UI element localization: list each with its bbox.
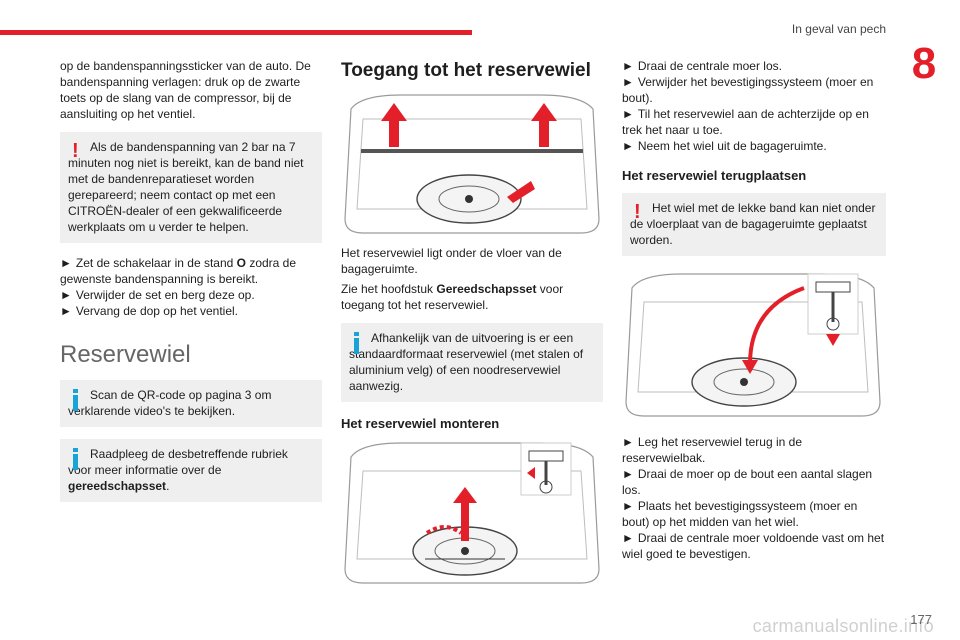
warning-note: ! Als de bandenspanning van 2 bar na 7 m… [60, 132, 322, 243]
mounting-subtitle: Het reservewiel monteren [341, 415, 500, 431]
page-number: 177 [910, 612, 932, 627]
warning-note: ! Het wiel met de lekke band kan niet on… [622, 193, 886, 256]
warning-text: Als de bandenspanning van 2 bar na 7 min… [68, 140, 304, 234]
step-item: ►Verwijder het bevestigingssysteem (moer… [622, 75, 874, 105]
spare-wheel-location-text: Het reservewiel ligt onder de vloer van … [341, 245, 562, 276]
step-item: ►Verwijder de set en berg deze op. [60, 288, 255, 302]
warning-icon: ! [72, 140, 79, 162]
access-spare-wheel-title: Toegang tot het reservewiel [341, 60, 591, 81]
step-arrow-icon: ► [622, 139, 634, 153]
info-text: Afhankelijk van de uitvoering is er een … [349, 330, 584, 393]
info-note-toolkit: Raadpleeg de desbetreffende rubriek voor… [60, 438, 322, 502]
trunk-access-illustration [341, 88, 603, 237]
intro-paragraph: op de bandenspanningssticker van de auto… [60, 59, 311, 121]
step-arrow-icon: ► [622, 467, 634, 481]
section-title-reservewiel: Reservewiel [60, 341, 191, 368]
step-arrow-icon: ► [60, 256, 72, 270]
info-note-qr: Scan de QR-code op pagina 3 om verklaren… [60, 379, 322, 427]
step-arrow-icon: ► [622, 107, 634, 121]
step-item: ►Plaats het bevestigingssysteem (moer en… [622, 499, 858, 529]
chapter-number: 8 [911, 39, 937, 88]
refitting-subtitle: Het reservewiel terugplaatsen [622, 168, 807, 183]
step-arrow-icon: ► [60, 288, 72, 302]
column-2: Toegang tot het reservewiel Het reservew… [341, 58, 603, 587]
step-arrow-icon: ► [622, 59, 634, 73]
top-accent-bar [0, 30, 472, 35]
step-item: ►Draai de moer op de bout een aantal sla… [622, 467, 873, 497]
step-item: ►Draai de centrale moer los. [622, 59, 782, 73]
step-arrow-icon: ► [622, 499, 634, 513]
step-arrow-icon: ► [60, 304, 72, 318]
column-3: ►Draai de centrale moer los. ►Verwijder … [622, 58, 886, 562]
step-item: ►Vervang de dop op het ventiel. [60, 304, 239, 318]
toolkit-reference-text: Zie het hoofdstuk Gereedschapsset voor t… [341, 281, 564, 312]
step-item: ►Til het reservewiel aan de achterzijde … [622, 107, 869, 137]
step-arrow-icon: ► [622, 531, 634, 545]
spare-wheel-refit-illustration [622, 268, 886, 420]
step-item: ►Zet de schakelaar in de stand O zodra d… [60, 256, 297, 286]
chapter-header-title: In geval van pech [791, 22, 886, 36]
toolkit-link-text: gereedschapsset [68, 478, 167, 493]
step-item: ►Leg het reservewiel terug in de reserve… [622, 435, 802, 465]
step-item: ►Neem het wiel uit de bagageruimte. [622, 139, 827, 153]
step-arrow-icon: ► [622, 435, 634, 449]
step-arrow-icon: ► [622, 75, 634, 89]
info-note-variant: Afhankelijk van de uitvoering is er een … [341, 322, 603, 402]
info-icon [73, 447, 78, 470]
watermark: carmanualsonline.info [752, 616, 934, 636]
info-icon [73, 388, 78, 411]
info-icon [354, 331, 359, 354]
column-1: op de bandenspanningssticker van de auto… [60, 58, 322, 514]
info-text: Scan de QR-code op pagina 3 om verklaren… [68, 387, 272, 418]
warning-text: Het wiel met de lekke band kan niet onde… [630, 201, 876, 247]
step-item: ►Draai de centrale moer voldoende vast o… [622, 531, 885, 561]
warning-icon: ! [634, 201, 641, 223]
spare-wheel-mount-illustration [341, 436, 603, 587]
